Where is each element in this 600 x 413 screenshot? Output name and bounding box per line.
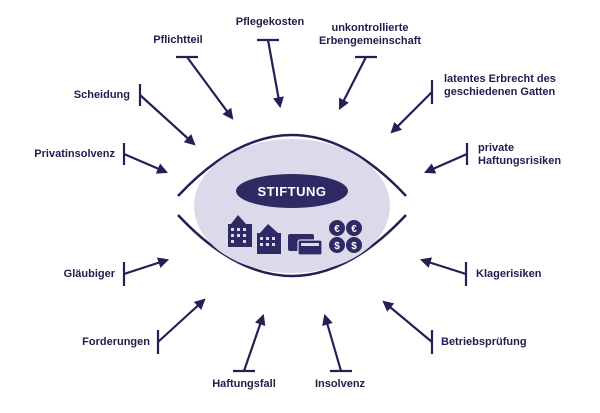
label-glaeubiger: Gläubiger <box>63 268 115 280</box>
center-title: STIFTUNG <box>257 183 327 199</box>
label-privatinsolvenz: Privatinsolvenz <box>34 148 115 160</box>
euro-coin-icon: € <box>346 220 362 236</box>
arrow-pflegekosten <box>257 38 284 109</box>
cards-icon <box>288 234 323 256</box>
stiftung-pill <box>236 174 348 208</box>
arrow-glaeubiger <box>122 257 170 286</box>
arrow-erbengemeinschaft <box>339 55 377 110</box>
label-erbrecht: latentes Erbrecht des geschiedenen Gatte… <box>444 73 556 98</box>
arrow-erbrecht <box>390 80 434 134</box>
arrow-forderungen <box>156 298 206 354</box>
label-betriebspruefung: Betriebsprüfung <box>441 336 527 348</box>
label-pflegekosten: Pflegekosten <box>235 16 305 28</box>
arrow-klagerisiken <box>419 257 468 286</box>
svg-text:$: $ <box>351 241 357 252</box>
svg-text:€: € <box>334 224 340 235</box>
building-icon <box>228 215 252 247</box>
label-erbengemeinschaft: unkontrollierte Erbengemeinschaft <box>318 22 422 47</box>
shield-outline-top <box>177 133 407 197</box>
label-klagerisiken: Klagerisiken <box>476 268 542 280</box>
arrow-scheidung <box>138 84 196 146</box>
dollar-coin-icon: $ <box>346 237 362 253</box>
svg-text:€: € <box>351 224 357 235</box>
arrow-haftungsrisiken <box>423 143 469 174</box>
svg-text:$: $ <box>334 241 340 252</box>
arrow-pflichtteil <box>176 55 234 120</box>
arrow-insolvenz <box>322 313 352 373</box>
label-haftungsrisiken: private Haftungsrisiken <box>478 142 562 167</box>
label-scheidung: Scheidung <box>73 89 130 101</box>
arrow-haftungsfall <box>233 313 266 373</box>
label-haftungsfall: Haftungsfall <box>212 378 276 390</box>
dollar-coin-icon: $ <box>329 237 345 253</box>
arrow-privatinsolvenz <box>122 143 169 174</box>
arrow-betriebspruefung <box>382 300 434 354</box>
building-icon <box>257 224 281 254</box>
label-forderungen: Forderungen <box>82 336 150 348</box>
euro-coin-icon: € <box>329 220 345 236</box>
shield-outline-bottom <box>177 214 407 278</box>
label-pflichtteil: Pflichtteil <box>153 34 203 46</box>
label-insolvenz: Insolvenz <box>314 378 366 390</box>
